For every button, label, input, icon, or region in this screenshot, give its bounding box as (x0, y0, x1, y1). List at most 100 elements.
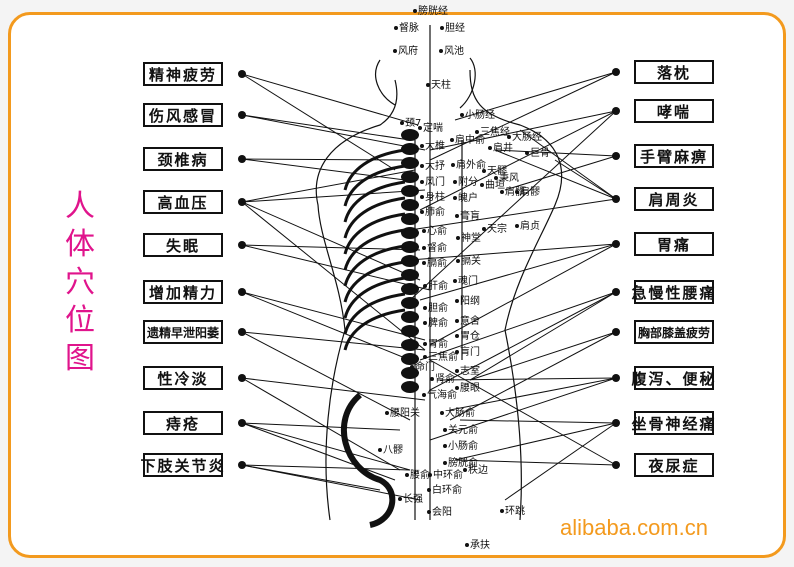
pointer-line (419, 110, 617, 211)
pointer-line (419, 243, 617, 301)
diagram-title: 人 体 穴 位 图 (62, 188, 98, 378)
acupoint-dot (422, 229, 426, 233)
acupoint-label: 秉风 (499, 171, 519, 184)
pointer-line (241, 422, 401, 431)
acupoint-dot (420, 180, 424, 184)
pointer-line (454, 71, 617, 121)
acupoint-dot (405, 473, 409, 477)
body-outline (375, 59, 396, 106)
acupoint-dot (455, 299, 459, 303)
rib (343, 228, 406, 271)
pointer-line (409, 243, 617, 261)
acupoint-label: 肩井 (493, 141, 513, 154)
pointer-line (504, 422, 617, 501)
right-label-9: 坐骨神经痛 (632, 411, 715, 435)
pointer-line (494, 149, 617, 200)
acupoint-dot (440, 26, 444, 30)
pointer-line (469, 331, 617, 381)
acupoint-dot (482, 227, 486, 231)
pointer-line (241, 331, 411, 421)
acupoint-dot (455, 334, 459, 338)
rib (343, 260, 406, 303)
acupoint-label: 胆经 (445, 21, 465, 34)
acupoint-dot (420, 195, 424, 199)
acupoint-dot (515, 190, 519, 194)
rib (343, 276, 406, 319)
pointer-line (241, 422, 396, 481)
rib (343, 212, 406, 255)
acupoint-dot (463, 468, 467, 472)
acupoint-dot (420, 164, 424, 168)
acupoint-dot (428, 473, 432, 477)
acupoint-dot (426, 83, 430, 87)
body-outline (469, 69, 563, 521)
acupoint-dot (460, 113, 464, 117)
pointer-line (241, 464, 411, 471)
pointer-line (469, 291, 617, 381)
right-label-10: 夜尿症 (634, 453, 714, 477)
acupoint-label: 三焦俞 (428, 350, 458, 363)
left-label-1: 精神疲劳 (143, 62, 223, 86)
acupoint-label: 环跳 (505, 504, 525, 517)
acupoint-label: 大椎 (425, 139, 445, 152)
pointer-line (241, 377, 401, 471)
acupoint-dot (423, 321, 427, 325)
acupoint-dot (475, 130, 479, 134)
acupoint-dot (453, 180, 457, 184)
pointer-line (241, 201, 421, 281)
acupoint-label: 膀胱俞 (448, 456, 478, 469)
acupoint-label: 风府 (398, 44, 418, 57)
pointer-line (241, 377, 426, 401)
acupoint-dot (410, 365, 414, 369)
acupoint-label: 承扶 (470, 538, 490, 551)
acupoint-dot (500, 190, 504, 194)
rib (343, 164, 406, 207)
acupoint-label: 颈7 (405, 117, 421, 129)
right-label-3: 手臂麻痹 (634, 144, 714, 168)
acupoint-dot (422, 246, 426, 250)
acupoint-dot (393, 49, 397, 53)
right-label-1: 落枕 (634, 60, 714, 84)
acupoint-dot (515, 224, 519, 228)
title-char: 位 (65, 303, 95, 338)
acupoint-label: 意舍 (460, 314, 480, 327)
acupoint-label: 大抒 (425, 159, 445, 172)
vertebra (401, 255, 419, 267)
pointer-line (241, 114, 426, 151)
acupoint-dot (422, 393, 426, 397)
acupoint-dot (413, 9, 417, 13)
acupoint-label: 命门 (415, 360, 435, 373)
acupoint-dot (507, 135, 511, 139)
acupoint-label: 脾俞 (428, 316, 448, 329)
left-label-7: 遗精早泄阳萎 (143, 320, 223, 344)
acupoint-dot (450, 138, 454, 142)
acupoint-dot (385, 411, 389, 415)
acupoint-label: 肩外俞 (456, 158, 486, 171)
acupoint-dot (455, 369, 459, 373)
vertebra (401, 353, 419, 365)
acupoint-dot (453, 196, 457, 200)
acupoint-label: 天宗 (487, 222, 507, 235)
acupoint-dot (455, 319, 459, 323)
vertebra (401, 367, 419, 379)
acupoint-dot (465, 543, 469, 547)
acupoint-label: 腰眼 (460, 382, 480, 394)
acupoint-label: 附分 (458, 175, 478, 188)
right-label-8: 腹泻、便秘 (632, 366, 715, 390)
acupoint-label: 气海俞 (427, 388, 457, 401)
acupoint-label: 膈俞 (427, 256, 447, 269)
acupoint-label: 心俞 (427, 224, 447, 237)
acupoint-dot (427, 488, 431, 492)
pointer-line (504, 155, 617, 191)
pointer-line (429, 71, 617, 161)
acupoint-dot (378, 448, 382, 452)
pointer-line (241, 73, 396, 171)
acupoint-label: 膀胱经 (418, 4, 448, 17)
acupoint-dot (398, 497, 402, 501)
acupoint-dot (443, 428, 447, 432)
vertebra (401, 129, 419, 141)
title-char: 图 (65, 341, 95, 376)
acupoint-label: 肝俞 (428, 279, 448, 292)
rib (343, 196, 406, 239)
acupoint-dot (455, 350, 459, 354)
